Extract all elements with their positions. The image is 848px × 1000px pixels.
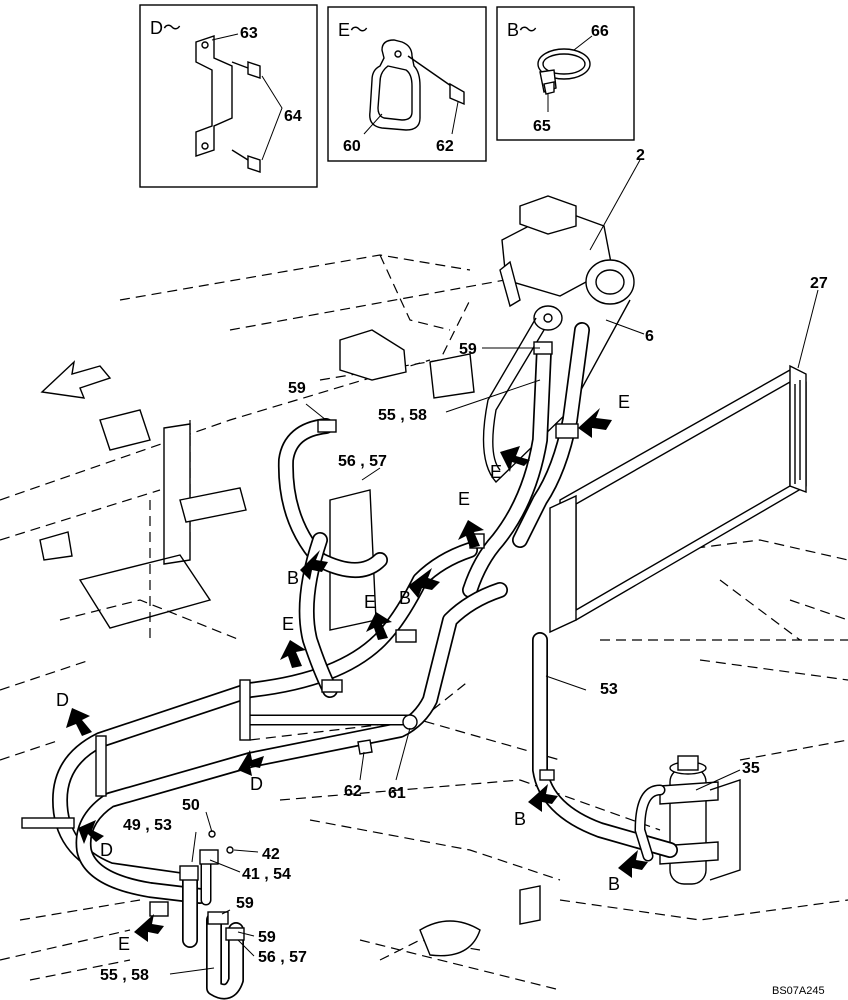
view-arrows [66,408,648,942]
fitting-56-57-lower [225,927,245,941]
view-letter-e2: E [490,462,502,482]
label-41-54: 41 , 54 [242,866,291,883]
view-letter-e6: E [118,934,130,954]
view-arrow-d-left-icon [66,708,92,736]
label-59-compressor: 59 [459,341,477,358]
bracket-63-icon [195,35,233,157]
view-letter-d3: D [100,840,113,860]
view-arrow-b-center-icon [408,568,440,598]
label-64: 64 [284,108,302,125]
leader-62-box [451,101,459,135]
bolt-62-main [357,739,373,755]
view-letter-b3: B [514,809,526,829]
clamp-d-center [239,679,251,741]
label-49-53: 49 , 53 [123,817,172,834]
view-letter-d1: D [56,690,69,710]
view-letter-b4: B [608,874,620,894]
detail-box-b: B～ 66 65 [496,6,635,141]
view-letter-e3: E [458,489,470,509]
detail-box-d-frame [139,4,318,188]
receiver-drier-35 [659,755,741,885]
fitting-61 [402,714,418,730]
oring-42 [226,846,234,854]
view-letter-d2: D [250,774,263,794]
document-code: BS07A245 [772,985,825,997]
view-letter-b2: B [399,588,411,608]
view-arrow-d-lower-icon [78,820,104,844]
upper-frame-parts [39,329,541,957]
view-arrow-b-drier-icon [618,850,648,878]
detail-box-d: D～ 63 64 [139,4,318,188]
clamp-e-compressor [555,423,579,439]
view-arrow-e-belt-icon [500,446,530,472]
label-61: 61 [388,785,406,802]
view-letter-e4: E [364,592,376,612]
front-direction-arrow-icon [40,360,112,399]
detail-box-e: E～ 60 62 [327,6,487,162]
leader-66 [573,35,593,51]
fitting-59-left [317,419,337,433]
leader-lines [169,159,819,975]
view-arrow-e-left-icon [280,640,306,668]
view-letter-e1: E [618,392,630,412]
label-56-57-lower: 56 , 57 [258,949,307,966]
label-56-57-upper: 56 , 57 [338,453,387,470]
fitting-e-lower [149,901,169,917]
fitting-41-54 [199,849,219,865]
label-50: 50 [182,797,200,814]
label-2: 2 [636,147,645,164]
view-arrow-b-53-icon [528,784,558,812]
condenser-27 [549,364,807,634]
detail-box-d-title: D～ [150,18,181,38]
label-6: 6 [645,328,654,345]
label-66: 66 [591,23,609,40]
label-60: 60 [343,138,361,155]
chassis-frame [0,254,848,991]
label-63: 63 [240,25,258,42]
view-arrow-e-lower-icon [134,914,164,942]
label-55-58-upper: 55 , 58 [378,407,427,424]
label-53: 53 [600,681,618,698]
view-letter-b1: B [287,568,299,588]
clamp-d-lower [21,817,75,829]
clamp-60-icon [369,39,421,131]
fitting-59-lower [207,911,229,925]
bolt-62-icon [407,55,465,106]
label-62-box: 62 [436,138,454,155]
view-arrow-e-center-icon [366,612,392,640]
clamp-b-53 [539,769,555,781]
leader-64 [261,75,283,161]
label-59-lower-b: 59 [258,929,276,946]
label-42: 42 [262,846,280,863]
view-arrow-b-left-icon [300,550,328,580]
label-62: 62 [344,783,362,800]
detail-box-e-frame [327,6,487,162]
label-35: 35 [742,760,760,777]
clamp-d-left [95,735,107,797]
bolt-64-lower-icon [231,149,261,173]
detail-box-b-frame [496,6,635,141]
part-number-labels: 2 27 6 59 59 55 , 58 56 , 57 53 35 62 61… [100,147,828,984]
leader-60 [363,113,383,135]
leader-63 [211,33,239,41]
view-arrow-e-upper-icon [458,520,484,548]
view-letter-e5: E [282,614,294,634]
clip-65-icon [539,69,557,95]
label-65: 65 [533,118,551,135]
fitting-49-53 [179,865,199,881]
label-55-58-lower: 55 , 58 [100,967,149,984]
view-arrow-e-compressor-icon [578,408,612,438]
view-letters: E E E E E E B B B B D D D [56,392,630,954]
detail-box-e-title: E～ [338,20,368,40]
label-59-lower-a: 59 [236,895,254,912]
compressor-2 [482,195,635,484]
clamp-e-center [395,629,417,643]
label-59-left: 59 [288,380,306,397]
view-arrow-d-center-icon [238,750,264,776]
label-27: 27 [810,275,828,292]
clamp-e-left [321,679,343,693]
detail-box-b-title: B～ [507,20,537,40]
bolt-64-upper-icon [231,61,261,79]
